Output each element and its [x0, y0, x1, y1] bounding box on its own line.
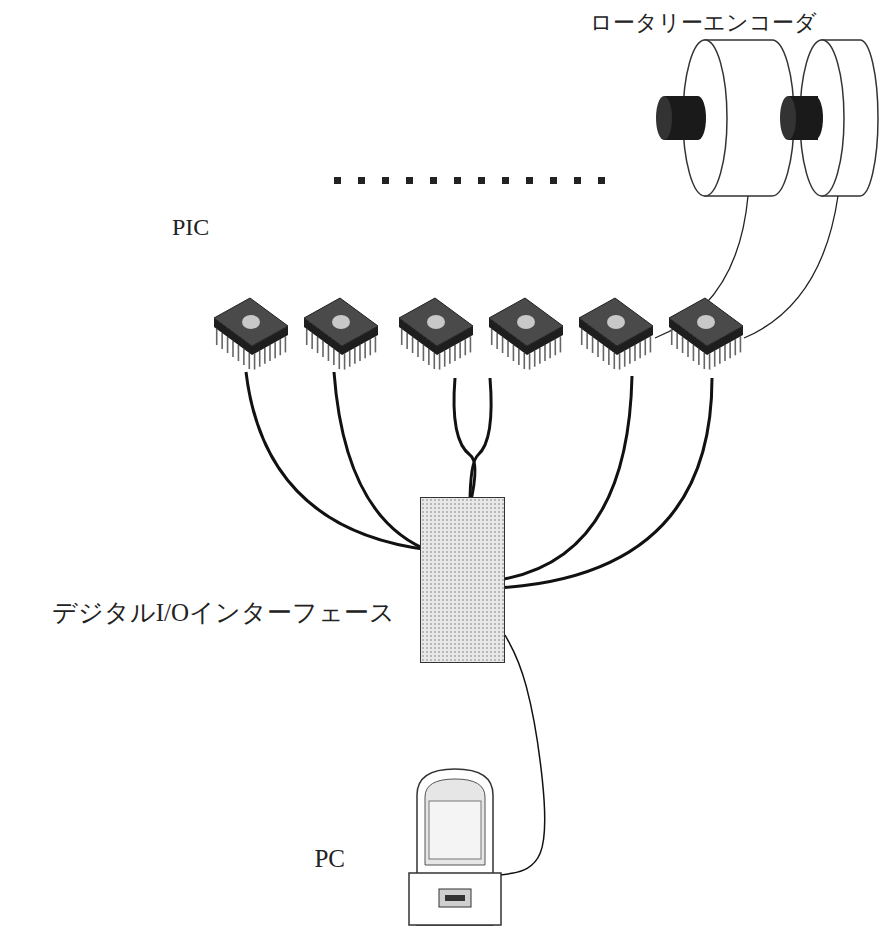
encoder-wire	[744, 196, 838, 338]
dot	[382, 177, 389, 184]
dot	[358, 177, 365, 184]
ellipsis-dots	[334, 177, 605, 184]
pic-chip	[304, 298, 378, 370]
dot	[454, 177, 461, 184]
pic-chip	[214, 298, 288, 370]
pc-drawing	[405, 765, 505, 927]
dot	[550, 177, 557, 184]
rotary-encoder	[780, 40, 878, 196]
pic-chip	[489, 298, 563, 370]
dot	[574, 177, 581, 184]
dot	[406, 177, 413, 184]
dot	[598, 177, 605, 184]
encoder-label: ロータリーエンコーダ	[590, 8, 817, 38]
interface-pc-cable	[493, 635, 545, 875]
dot	[478, 177, 485, 184]
interface-label: デジタルI/Oインターフェース	[52, 596, 395, 629]
dot	[334, 177, 341, 184]
dot	[526, 177, 533, 184]
rotary-encoder	[656, 40, 794, 196]
interface-box: デジタルI/Oインターフェース	[420, 497, 505, 663]
pic-chip	[579, 298, 653, 370]
pic-chip	[399, 298, 473, 370]
pic-label: PIC	[172, 214, 209, 241]
pc-node: PC	[405, 765, 505, 927]
pic-chip	[669, 298, 743, 370]
dot	[430, 177, 437, 184]
dot	[502, 177, 509, 184]
pic-chips	[214, 298, 743, 370]
pc-label: PC	[314, 845, 345, 873]
encoder-wire	[655, 196, 748, 338]
